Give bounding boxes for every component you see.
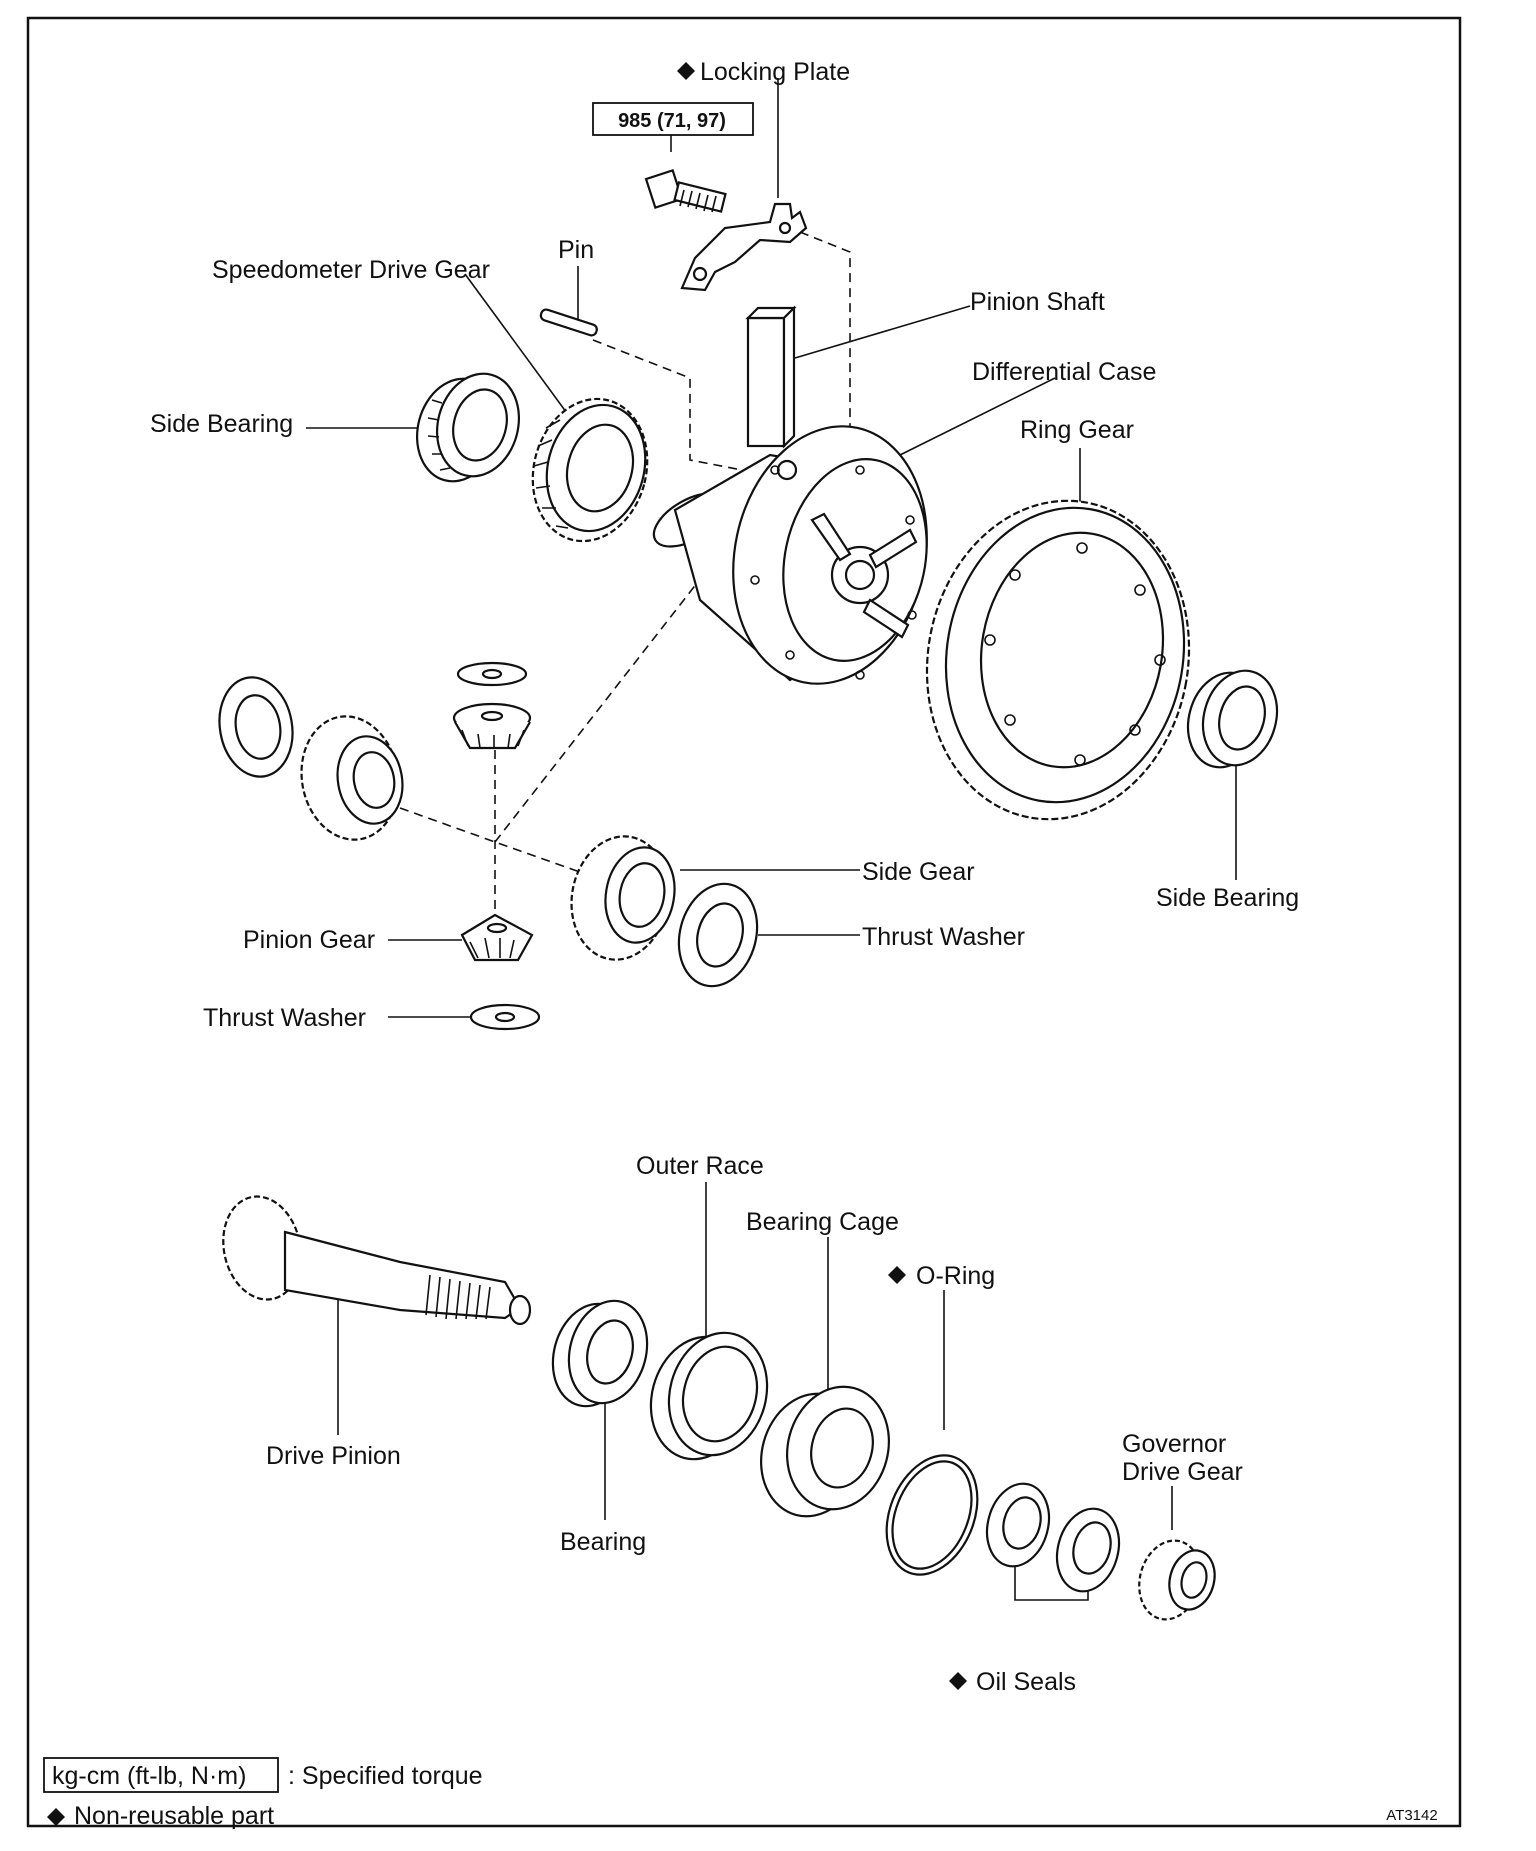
label-pinion-gear: Pinion Gear — [243, 926, 375, 954]
oil-seal-2-part — [1055, 1507, 1121, 1593]
oil-seal-1-part — [985, 1482, 1051, 1568]
bearing-cage-part — [760, 1385, 890, 1518]
figure-code: AT3142 — [1386, 1807, 1437, 1824]
side-bearing-left-part — [415, 372, 521, 483]
label-side-gear: Side Gear — [862, 858, 975, 886]
label-side-bearing-left: Side Bearing — [150, 410, 293, 438]
governor-drive-gear-part — [1138, 1539, 1216, 1621]
locking-plate-hole — [692, 266, 708, 282]
side-gear-right-part — [570, 835, 676, 961]
label-side-bearing-right: Side Bearing — [1156, 884, 1299, 912]
label-governor-line2: Drive Gear — [1122, 1458, 1243, 1486]
diamond-mark — [888, 1266, 906, 1284]
label-bearing: Bearing — [560, 1528, 646, 1556]
label-governor-line1: Governor — [1122, 1430, 1226, 1458]
diamond-mark — [949, 1672, 967, 1690]
label-thrust-washer-left: Thrust Washer — [203, 1004, 366, 1032]
legend-torque-units: kg-cm (ft-lb, N·m) — [52, 1762, 246, 1790]
diagram-frame — [26, 16, 1462, 1828]
label-speedometer-drive-gear: Speedometer Drive Gear — [212, 256, 490, 284]
bearing-part — [551, 1299, 649, 1408]
label-thrust-washer-right: Thrust Washer — [862, 923, 1025, 951]
label-bearing-cage: Bearing Cage — [746, 1208, 899, 1236]
thrust-washer-large-left-part — [218, 676, 294, 778]
thrust-washer-small-top-part — [456, 661, 528, 687]
locking-plate-hole — [778, 221, 792, 235]
o-ring-part — [885, 1454, 979, 1576]
side-bearing-right-part — [1186, 669, 1279, 769]
drive-pinion-part — [222, 1195, 532, 1326]
label-locking-plate: Locking Plate — [700, 58, 850, 86]
torque-box — [592, 102, 754, 136]
pinion-gear-top-part — [452, 702, 532, 750]
label-differential-case: Differential Case — [972, 358, 1156, 386]
locking-plate-part — [680, 202, 808, 292]
label-oil-seals: Oil Seals — [976, 1668, 1076, 1696]
label-pinion-shaft: Pinion Shaft — [970, 288, 1105, 316]
ring-gear-part — [925, 499, 1191, 821]
label-drive-pinion: Drive Pinion — [266, 1442, 401, 1470]
differential-case-part — [652, 425, 928, 685]
thrust-washer-right-part — [677, 882, 759, 988]
pinion-shaft-part — [745, 305, 797, 449]
legend-torque-text: : Specified torque — [288, 1762, 483, 1790]
side-gear-left-part — [300, 715, 404, 841]
label-torque-value: 985 (71, 97) — [618, 110, 726, 132]
diamond-mark — [47, 1808, 65, 1826]
legend-nonreusable-text: Non-reusable part — [74, 1802, 274, 1830]
pin-part — [539, 308, 598, 337]
bolt — [644, 169, 727, 213]
leader-lines — [306, 78, 1237, 1601]
diamond-mark — [677, 62, 695, 80]
outer-race-part — [649, 1331, 769, 1461]
speedometer-drive-gear-part — [531, 397, 649, 543]
label-o-ring: O-Ring — [916, 1262, 995, 1290]
label-ring-gear: Ring Gear — [1020, 416, 1134, 444]
legend-torque-box — [43, 1757, 279, 1793]
label-outer-race: Outer Race — [636, 1152, 764, 1180]
thrust-washer-bottom-part — [469, 1003, 541, 1031]
pinion-gear-bottom-part — [460, 913, 534, 962]
label-pin: Pin — [558, 236, 594, 264]
